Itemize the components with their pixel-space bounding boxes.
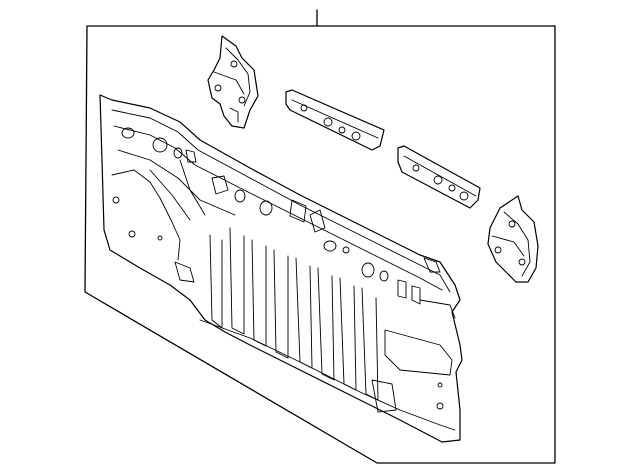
upper-left-reinforcement	[285, 89, 385, 151]
assembly-frame	[84, 25, 556, 464]
right-bracket	[487, 195, 539, 283]
upper-right-reinforcement	[397, 145, 481, 209]
upper-left-bracket	[207, 35, 259, 129]
rear-body-panel	[99, 94, 463, 443]
